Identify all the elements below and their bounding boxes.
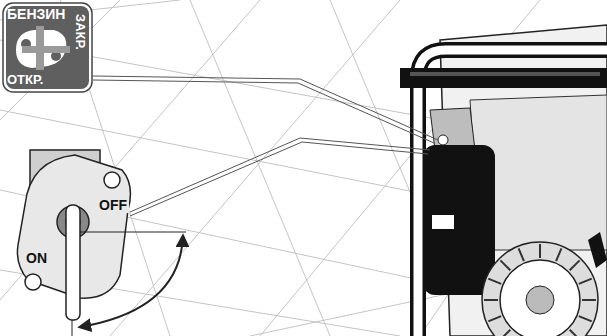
icon-label: ЗАКР. [74, 14, 87, 50]
turn-arrow [80, 236, 183, 327]
icon-label: БЕНЗИН [7, 7, 65, 21]
fuel-valve-icon: БЕНЗИН ЗАКР. ОТКР. [2, 2, 93, 93]
valve-position: ON [24, 250, 49, 266]
icon-label: ОТКР. [7, 73, 43, 86]
leader-line [93, 76, 438, 216]
valve-position: OFF [97, 197, 129, 213]
generator [400, 25, 607, 336]
fuel-valve-plate: OFF ON [14, 150, 134, 302]
valve [17, 150, 186, 336]
